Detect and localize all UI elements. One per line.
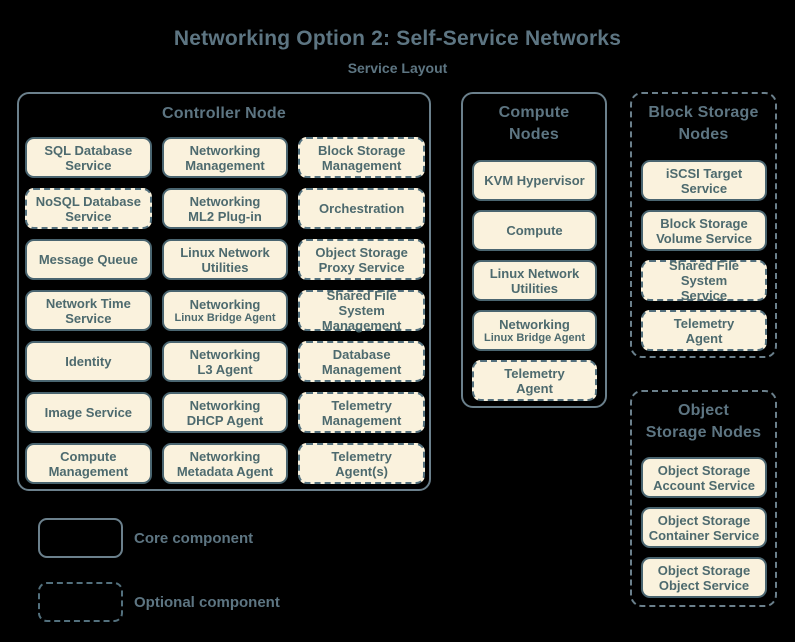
object-storage-nodes-group-title: Object Storage Nodes [645, 402, 762, 441]
service-label: Compute Management [48, 448, 129, 479]
service-label: SQL Database Service [44, 142, 133, 173]
service-label: Shared File System Service [668, 258, 740, 303]
service-label: NoSQL Database Service [35, 193, 141, 224]
controller-node-group-title: Controller Node [162, 105, 286, 122]
controller-networking-ml2-plug-in: Networking ML2 Plug-in [161, 188, 289, 229]
service-label: Network Time Service [45, 295, 131, 326]
controller-image-service: Image Service [25, 392, 152, 433]
core-component-swatch [38, 518, 123, 558]
controller-orchestration: Orchestration [298, 188, 425, 229]
controller-linux-network-utilities: Linux Network Utilities [161, 239, 289, 280]
optional-component-label: Optional component [134, 593, 280, 611]
service-label: Telemetry Agent [504, 365, 565, 396]
service-label: KVM Hypervisor [484, 173, 585, 188]
compute-nodes-group-title: Compute Nodes [498, 104, 570, 143]
service-label: Compute [506, 223, 563, 238]
controller-telemetry-agent-s: Telemetry Agent(s) [298, 443, 425, 484]
controller-networking-metadata-agent: Networking Metadata Agent [161, 443, 289, 484]
block-storage-shared-file-system-service: Shared File System Service [641, 258, 767, 303]
service-label: Object Storage Proxy Service [315, 244, 408, 275]
block-storage-block-storage-volume-service: Block Storage Volume Service [641, 210, 767, 251]
service-label: Object Storage Account Service [653, 462, 755, 493]
service-label: Message Queue [38, 252, 138, 267]
controller-telemetry-management: Telemetry Management [298, 392, 425, 433]
controller-networking-l3-agent: Networking L3 Agent [161, 341, 289, 382]
block-storage-nodes-group-title: Block Storage Nodes [648, 104, 759, 143]
compute-linux-network-utilities: Linux Network Utilities [472, 260, 597, 301]
controller-compute-management: Compute Management [25, 443, 152, 484]
block-storage-nodes-group: Block Storage Nodes iSCSI Target Service… [630, 92, 777, 358]
object-storage-object-storage-account-service: Object Storage Account Service [641, 457, 767, 498]
controller-networking-dhcp-agent: Networking DHCP Agent [161, 392, 289, 433]
service-label: Orchestration [319, 201, 405, 216]
service-label: Linux Network Utilities [489, 265, 580, 296]
compute-telemetry-agent: Telemetry Agent [472, 360, 597, 401]
legend-optional-component: Optional component [38, 582, 280, 622]
controller-service-grid: SQL Database Service Networking Managemen… [25, 137, 425, 484]
compute-kvm-hypervisor: KVM Hypervisor [472, 160, 597, 201]
service-label: Networking ML2 Plug-in [188, 193, 262, 224]
service-label: Networking [189, 296, 261, 312]
diagram-subtitle: Service Layout [347, 60, 448, 76]
controller-message-queue: Message Queue [25, 239, 152, 280]
controller-identity: Identity [25, 341, 152, 382]
controller-object-storage-proxy-service: Object Storage Proxy Service [298, 239, 425, 280]
controller-network-time-service: Network Time Service [25, 290, 152, 331]
controller-sql-database-service: SQL Database Service [25, 137, 152, 178]
service-label: Block Storage Management [317, 142, 406, 173]
service-label: Networking [499, 316, 570, 332]
block-storage-telemetry-agent: Telemetry Agent [641, 310, 767, 351]
service-label: Telemetry Agent [673, 315, 735, 346]
controller-nosql-database-service: NoSQL Database Service [25, 188, 152, 229]
controller-shared-file-system-management: Shared File System Management [298, 288, 425, 333]
object-storage-nodes-group: Object Storage Nodes Object Storage Acco… [630, 390, 777, 607]
optional-component-swatch [38, 582, 123, 622]
service-label: Image Service [44, 405, 133, 420]
diagram-title: Networking Option 2: Self-Service Networ… [173, 27, 622, 50]
service-label: Networking DHCP Agent [186, 397, 264, 428]
service-sublabel: Linux Bridge Agent [483, 331, 586, 344]
service-label: Networking L3 Agent [189, 346, 261, 377]
compute-compute: Compute [472, 210, 597, 251]
legend-core-component: Core component [38, 518, 253, 558]
service-label: Object Storage Container Service [648, 512, 760, 543]
controller-networking-management: Networking Management [161, 137, 289, 178]
object-storage-object-storage-object-service: Object Storage Object Service [641, 557, 767, 598]
controller-block-storage-management: Block Storage Management [298, 137, 425, 178]
core-component-label: Core component [134, 529, 254, 547]
service-label: Identity [65, 354, 112, 369]
service-label: iSCSI Target Service [665, 165, 743, 196]
service-label: Telemetry Management [321, 397, 402, 428]
service-label: Networking Metadata Agent [176, 448, 274, 479]
service-label: Database Management [321, 346, 402, 377]
service-label: Block Storage Volume Service [656, 215, 752, 246]
service-label: Shared File System Management [321, 288, 402, 333]
service-sublabel: Linux Bridge Agent [174, 311, 276, 324]
block-storage-iscsi-target-service: iSCSI Target Service [641, 160, 767, 201]
service-label: Linux Network Utilities [180, 244, 270, 275]
service-label: Networking Management [185, 142, 265, 173]
service-label: Object Storage Object Service [657, 562, 751, 593]
controller-database-management: Database Management [298, 341, 425, 382]
service-label: Telemetry Agent(s) [331, 448, 392, 479]
object-storage-object-storage-container-service: Object Storage Container Service [641, 507, 767, 548]
